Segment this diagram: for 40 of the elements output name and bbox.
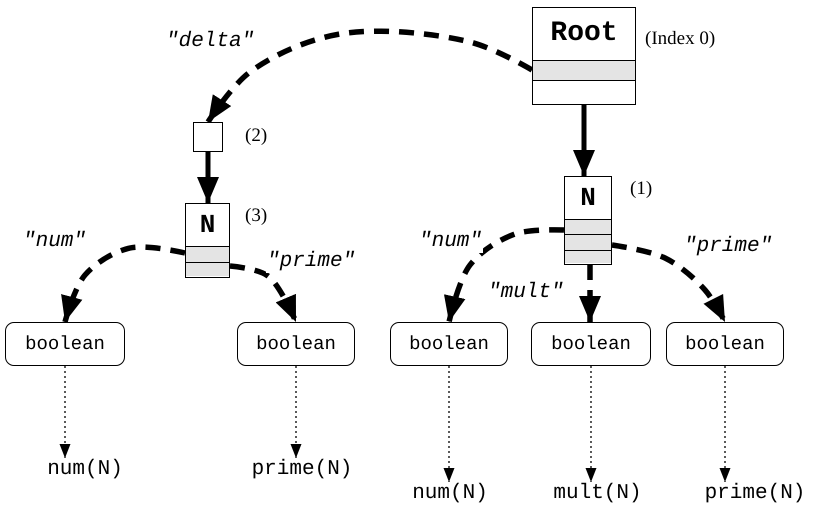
type-name: boolean	[685, 333, 765, 355]
dashed-arrow	[444, 227, 564, 323]
record-name: N	[579, 182, 597, 215]
dotted-arrow	[586, 366, 596, 482]
type-box	[531, 322, 651, 366]
dashed-arrow	[579, 265, 601, 322]
type-name: boolean	[25, 333, 105, 355]
arrow	[197, 152, 219, 203]
function-label: prime(N)	[250, 458, 354, 481]
dashed-arrow	[206, 28, 534, 124]
function-label: mult(N)	[552, 482, 643, 505]
type-box	[5, 322, 125, 366]
record-name: N	[198, 209, 216, 242]
edge-label: "prime"	[266, 250, 356, 274]
dotted-arrow	[444, 366, 454, 482]
arrow	[573, 105, 595, 176]
type-name: boolean	[551, 333, 631, 355]
record-box	[532, 7, 636, 105]
type-box	[390, 322, 508, 366]
dashed-arrow	[612, 242, 728, 324]
type-box	[237, 322, 355, 366]
dotted-arrow	[290, 366, 302, 458]
index-label: (3)	[245, 205, 268, 227]
function-label: prime(N)	[704, 482, 806, 505]
record-box	[185, 203, 230, 278]
record-name: Root	[549, 17, 619, 51]
dashed-arrow	[61, 244, 186, 323]
dotted-arrow	[720, 366, 730, 482]
index-label: (2)	[245, 125, 268, 147]
type-name: boolean	[409, 333, 489, 355]
index-label: (1)	[630, 178, 652, 200]
dotted-arrow	[60, 366, 70, 458]
type-box	[666, 322, 784, 366]
index-label: (Index 0)	[645, 28, 716, 50]
type-name: boolean	[256, 333, 336, 355]
function-label: num(N)	[411, 482, 489, 505]
dashed-arrow	[230, 263, 299, 324]
pointer-box	[193, 122, 223, 152]
function-label: num(N)	[46, 458, 124, 481]
record-box	[564, 176, 612, 265]
